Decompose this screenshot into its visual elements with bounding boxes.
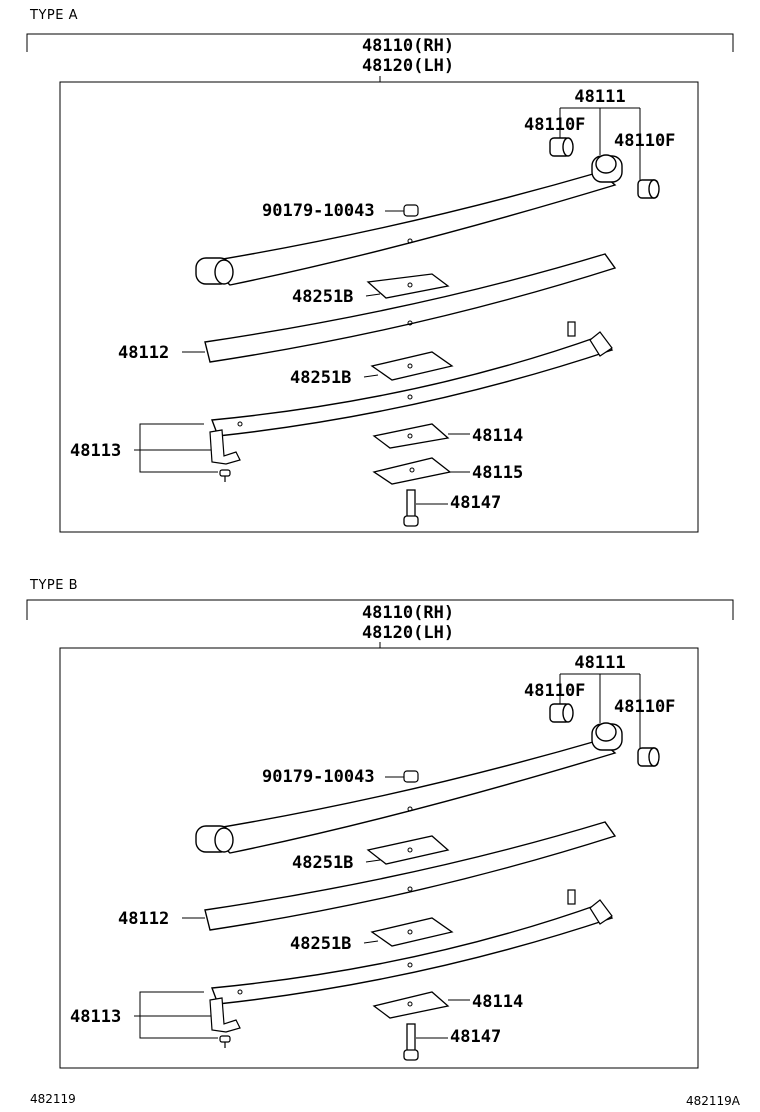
type-b-bolt-48147: [403, 1023, 419, 1061]
type-a-label-48251b-1: 48251B: [292, 287, 353, 307]
type-a-bushing-right: [637, 179, 660, 199]
type-b-main-leaf: [203, 739, 617, 854]
type-a-nut: [403, 204, 419, 217]
type-a-eye-right: [591, 154, 623, 183]
type-a-bottom-leaf: [211, 335, 614, 437]
type-a-frame: [59, 81, 699, 533]
type-a-label-48113: 48113: [70, 441, 121, 461]
type-b-bushing-left: [549, 703, 574, 723]
footer-left-code: 482119: [30, 1092, 76, 1106]
type-a-eye-left: [195, 257, 234, 285]
type-a-bolt-48147: [403, 489, 419, 527]
type-a-header-lh: 48120(LH): [362, 56, 454, 76]
type-a-label-48114: 48114: [472, 426, 523, 446]
type-a-plate-48115: [372, 457, 452, 485]
type-b-label-48112: 48112: [118, 909, 169, 929]
type-b-label-48113: 48113: [70, 1007, 121, 1027]
type-a-label-48112: 48112: [118, 343, 169, 363]
type-b-bottom-leaf: [211, 903, 614, 1005]
type-a-header-rh: 48110(RH): [362, 36, 454, 56]
type-b-label-48110f-right: 48110F: [614, 697, 675, 717]
type-a-leaf-48112: [204, 253, 617, 363]
type-b-label-48114: 48114: [472, 992, 523, 1012]
type-a-main-leaf: [203, 171, 617, 286]
type-b-label-48110f-left: 48110F: [524, 681, 585, 701]
type-b-header-rh: 48110(RH): [362, 603, 454, 623]
type-b-label-48147: 48147: [450, 1027, 501, 1047]
type-b-label-48111: 48111: [574, 653, 625, 673]
type-a-clip-48113: [209, 429, 241, 465]
type-b-label-48251b-2: 48251B: [290, 934, 351, 954]
type-a-label-48110f-right: 48110F: [614, 131, 675, 151]
type-a-label-48115: 48115: [472, 463, 523, 483]
type-b-eye-left: [195, 825, 234, 853]
type-a-clip-bolt: [219, 469, 231, 482]
type-b-label-90179: 90179-10043: [262, 767, 375, 787]
type-a-bushing-left: [549, 137, 574, 157]
type-a-label-90179: 90179-10043: [262, 201, 375, 221]
type-a-label: TYPE A: [30, 8, 78, 23]
type-b-eye-right: [591, 722, 623, 751]
type-b-leaf-48112: [204, 821, 617, 931]
type-a-label-48110f-left: 48110F: [524, 115, 585, 135]
type-a-label-48251b-2: 48251B: [290, 368, 351, 388]
type-b-frame: [59, 647, 699, 1069]
type-b-header-lh: 48120(LH): [362, 623, 454, 643]
type-b-label: TYPE B: [30, 578, 78, 593]
type-b-nut: [403, 770, 419, 783]
type-b-diagram: 48110(RH) 48120(LH) 48111 48110F 48110F: [26, 599, 734, 1069]
type-b-bushing-right: [637, 747, 660, 767]
type-a-label-48147: 48147: [450, 493, 501, 513]
type-b-label-48251b-1: 48251B: [292, 853, 353, 873]
type-b-clip-48113: [209, 997, 241, 1033]
footer-right-code: 482119A: [686, 1094, 741, 1108]
type-a-diagram: 48110(RH) 48120(LH) 48111 48110F 48110F: [26, 33, 734, 533]
type-b-clip-bolt: [219, 1035, 231, 1048]
type-a-label-48111: 48111: [574, 87, 625, 107]
type-b-plate-48114: [372, 991, 450, 1019]
type-a-plate-48114: [372, 423, 450, 449]
